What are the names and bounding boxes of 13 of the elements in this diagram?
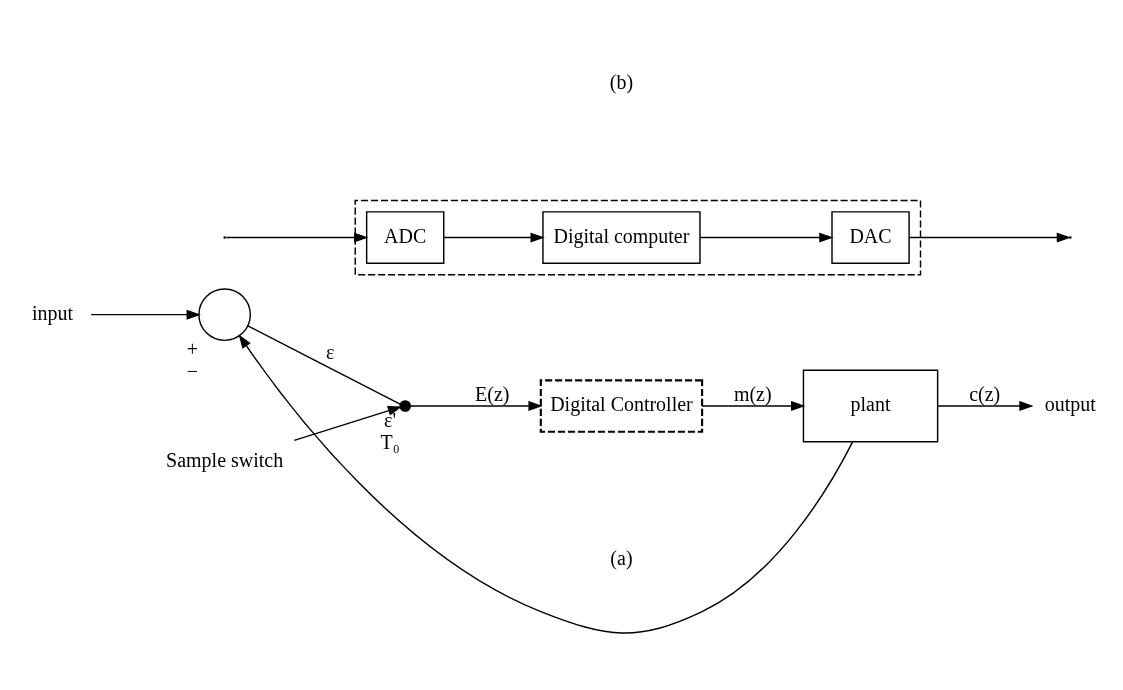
node-text: Sample switch [166, 448, 284, 471]
edge-label: E(z) [475, 382, 510, 405]
node-label: T₀ [380, 430, 400, 453]
node-text: output [1044, 392, 1096, 415]
label: (a) [610, 546, 633, 569]
node-label: ε' [384, 408, 397, 431]
node-text: input [32, 301, 74, 324]
node-label: − [186, 359, 199, 382]
edge-label: c(z) [969, 382, 1001, 405]
edge-label: ε [326, 340, 335, 363]
label: (b) [609, 70, 634, 93]
node-label: + [186, 337, 199, 360]
edge-label: m(z) [733, 382, 772, 405]
